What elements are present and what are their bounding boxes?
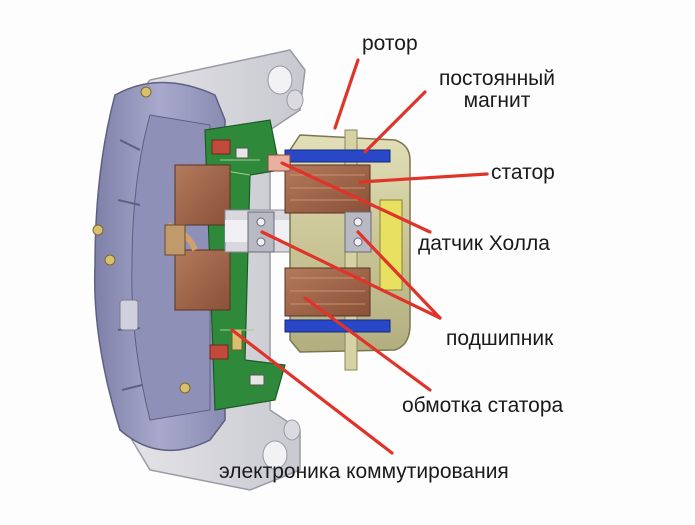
pointer-bearing-1 xyxy=(260,230,442,320)
label-bearing: подшипник xyxy=(446,327,554,350)
pointer-hall-sensor xyxy=(280,161,432,234)
permanent-magnet xyxy=(284,149,391,333)
pointer-lines xyxy=(230,58,489,455)
hall-sensor xyxy=(267,154,291,172)
label-rotor: ротор xyxy=(362,32,418,55)
stator-core xyxy=(164,164,231,311)
label-permanent-magnet-line1: постоянный xyxy=(438,67,555,90)
label-stator-winding: обмотка статора xyxy=(402,394,564,417)
pointer-magnet xyxy=(363,90,427,154)
label-permanent-magnet-line2: магнит xyxy=(463,89,531,112)
pointer-stator xyxy=(358,172,489,184)
pointer-rotor xyxy=(333,58,360,130)
pointer-bearing-2 xyxy=(356,230,442,320)
label-commutation-electronics: электроника коммутирования xyxy=(219,460,509,483)
label-permanent-magnet: постоянный магнит xyxy=(422,68,572,112)
label-hall-sensor: датчик Холла xyxy=(418,232,550,255)
pointer-commutation-electronics xyxy=(230,328,394,455)
label-stator: статор xyxy=(491,161,555,184)
pointer-stator-winding xyxy=(303,296,432,392)
